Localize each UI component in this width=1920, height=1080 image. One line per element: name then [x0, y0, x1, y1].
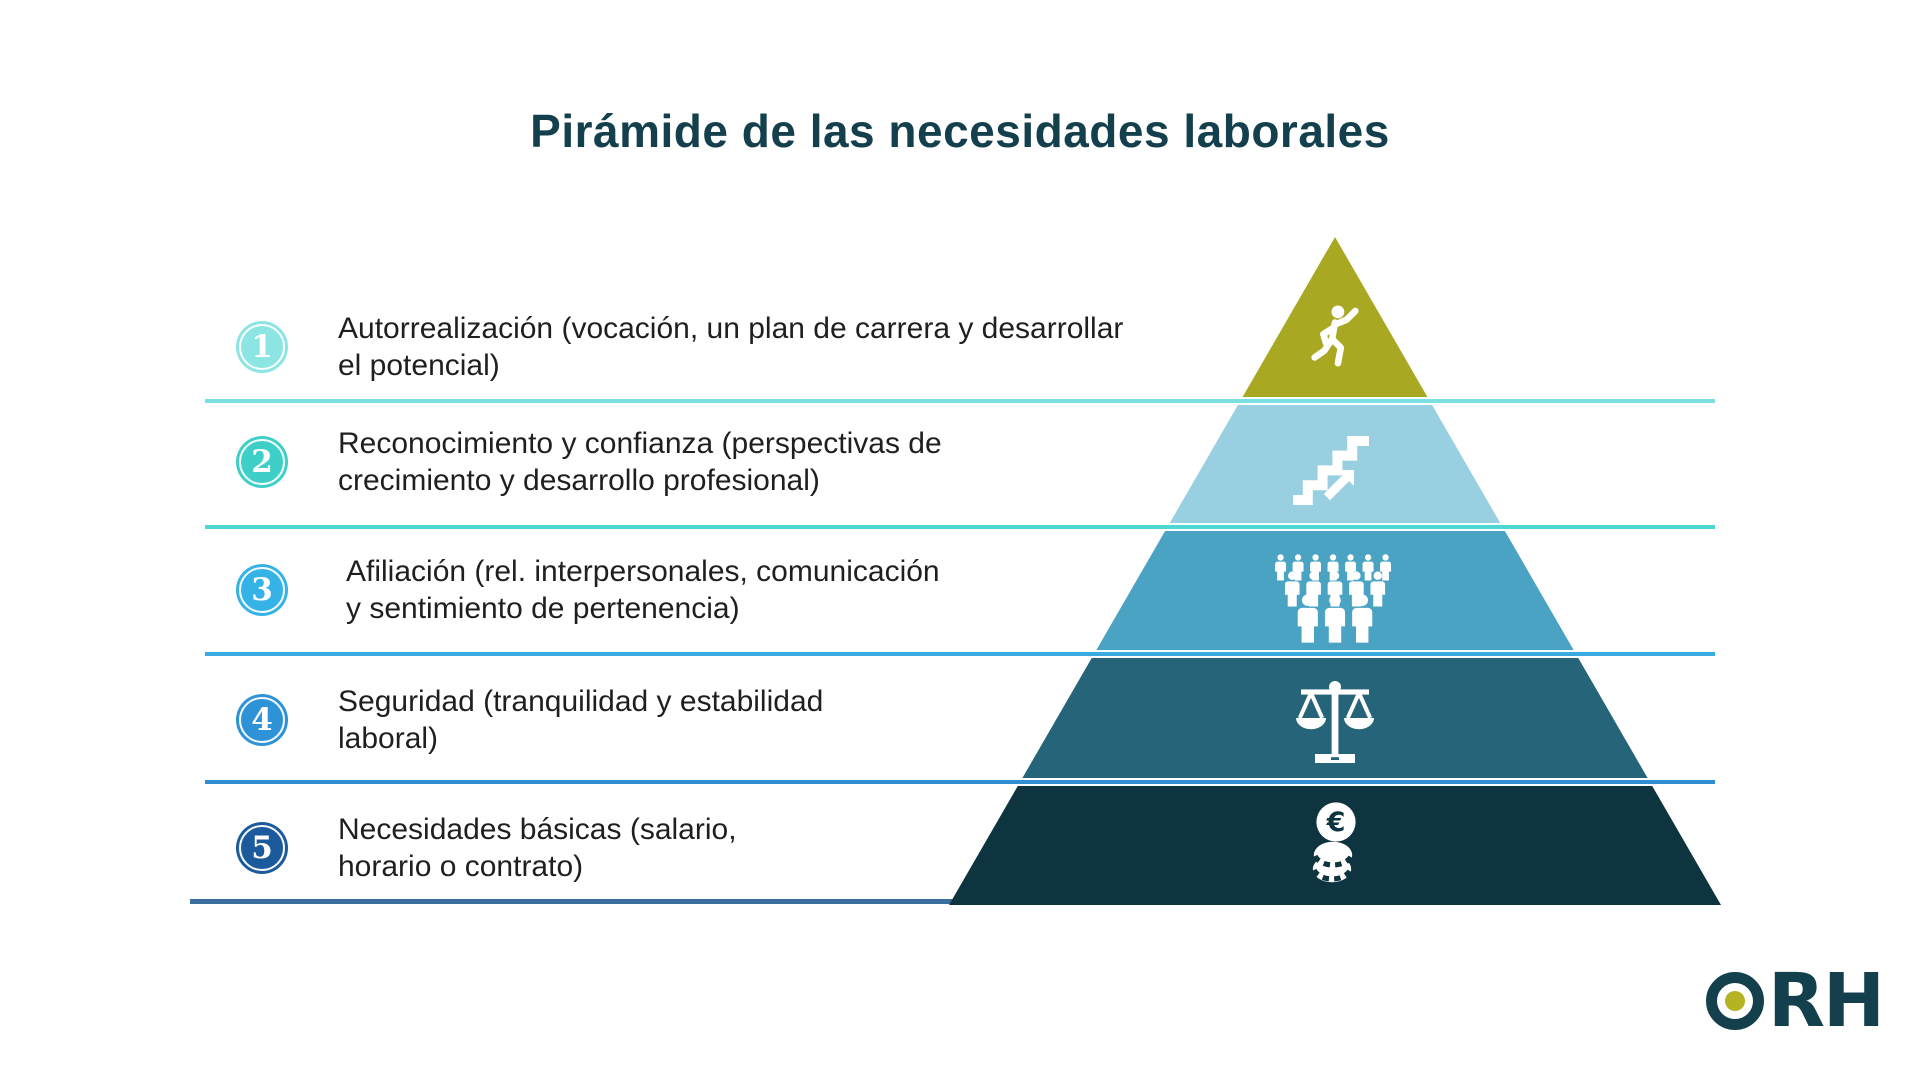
level-1-description: Autorrealización (vocación, un plan de c…	[338, 310, 1123, 384]
level-1-number-badge: 1	[236, 321, 288, 373]
climbing-person-icon	[1311, 305, 1359, 367]
separator-line-3	[205, 652, 1715, 656]
separator-line-2	[205, 525, 1715, 529]
level-1-line-1: Autorrealización (vocación, un plan de c…	[338, 312, 1124, 345]
level-1-line-2: el potencial)	[338, 349, 500, 382]
level-2-number-badge: 2	[236, 436, 288, 488]
level-5-line-1: Necesidades básicas (salario,	[338, 813, 737, 846]
level-4-line-2: laboral)	[338, 722, 439, 755]
crowd-icon	[1275, 554, 1392, 643]
level-2-line-1: Reconocimiento y confianza (perspectivas…	[338, 427, 942, 460]
level-3-line-1: Afiliación (rel. interpersonales, comuni…	[346, 555, 940, 588]
level-2-description: Reconocimiento y confianza (perspectivas…	[338, 425, 942, 499]
orh-logo-text: RH	[1768, 958, 1885, 1044]
level-3-description: Afiliación (rel. interpersonales, comuni…	[346, 553, 940, 627]
level-5-line-2: horario o contrato)	[338, 850, 584, 883]
level-3-line-2: y sentimiento de pertenencia)	[346, 592, 740, 625]
separator-line-5	[190, 899, 965, 904]
orh-logo: RH	[1706, 958, 1885, 1044]
separator-line-4	[205, 780, 1715, 784]
orh-logo-dot-icon	[1725, 991, 1745, 1011]
level-5-description: Necesidades básicas (salario, horario o …	[338, 811, 737, 885]
level-4-number-badge: 4	[236, 694, 288, 746]
page-title: Pirámide de las necesidades laborales	[530, 105, 1390, 157]
level-5-number-badge: 5	[236, 822, 288, 874]
stairs-up-arrow-icon	[1293, 436, 1369, 505]
level-4-description: Seguridad (tranquilidad y estabilidad la…	[338, 683, 823, 757]
level-4-line-1: Seguridad (tranquilidad y estabilidad	[338, 685, 824, 718]
separator-line-1	[205, 399, 1715, 403]
euro-coins-icon: €	[1311, 802, 1356, 883]
balance-scale-icon	[1296, 681, 1374, 763]
orh-logo-o-ring-icon	[1706, 972, 1764, 1030]
level-3-number-badge: 3	[236, 564, 288, 616]
level-2-line-2: crecimiento y desarrollo profesional)	[338, 464, 820, 497]
svg-text:€: €	[1326, 807, 1346, 838]
